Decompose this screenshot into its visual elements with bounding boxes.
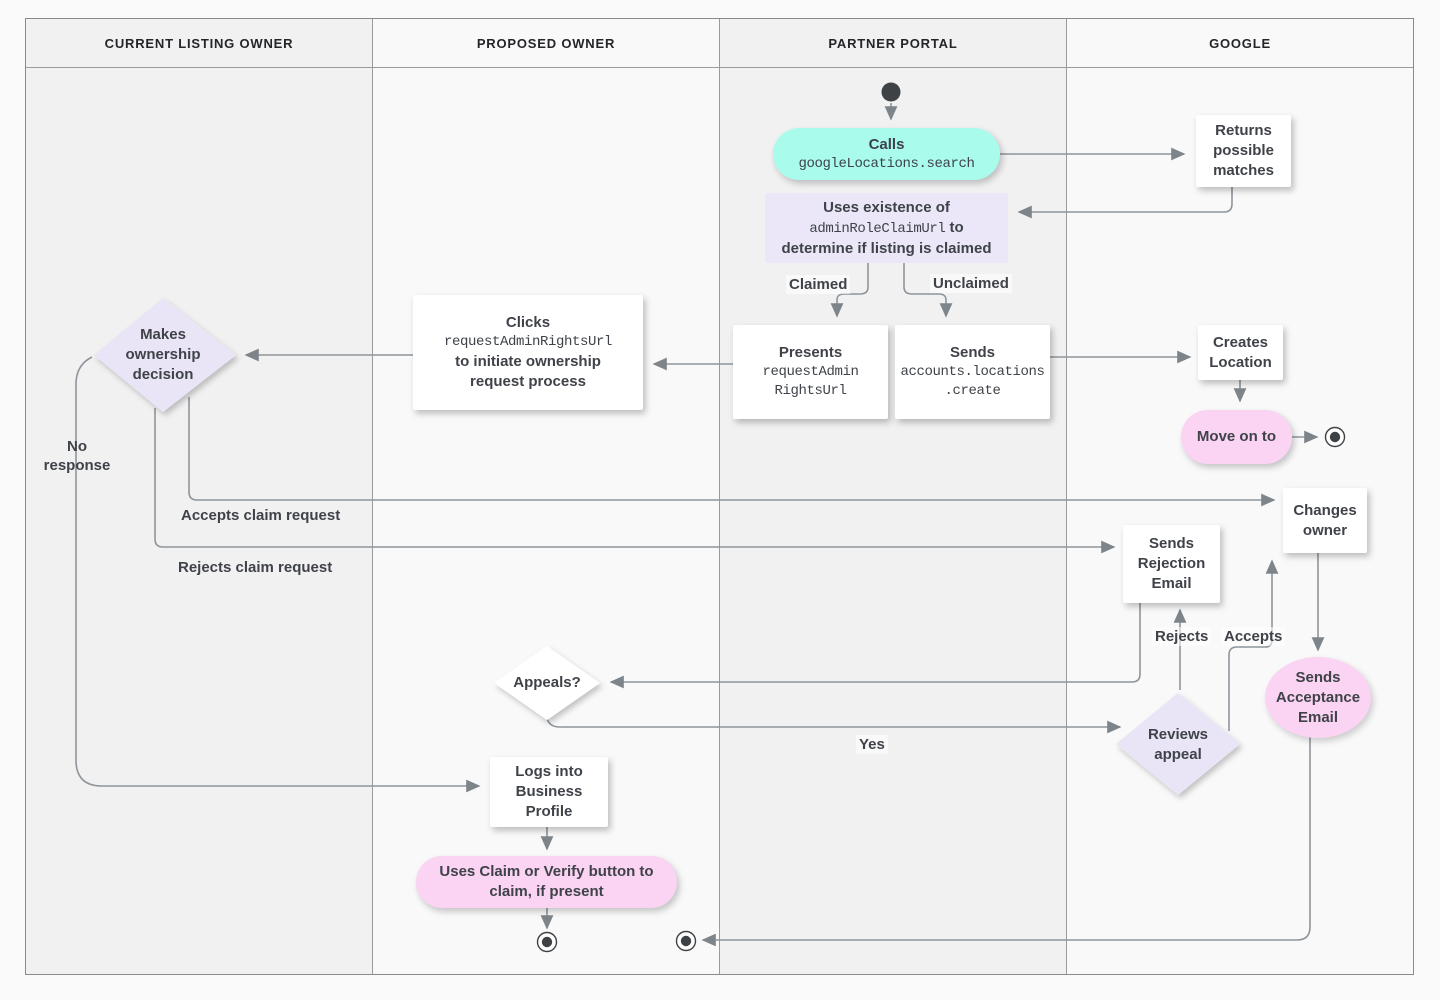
decision-makes-ownership-label: Makes ownership decision [125, 326, 201, 383]
node-code-line1: accounts.locations [900, 364, 1045, 380]
node-code: adminRoleClaimUrl [809, 220, 946, 237]
edge-label-accepts-claim-request: Accepts claim request [181, 507, 341, 524]
lane-proposed-owner: PROPOSED OWNER [373, 19, 720, 974]
edge-label-no-response: No response [43, 438, 111, 474]
node-text-line2: adminRoleClaimUrl to [809, 218, 963, 239]
node-move-on-to: Move on to [1181, 410, 1292, 464]
node-clicks-requestadminrightsurl: Clicks requestAdminRightsUrl to initiate… [413, 295, 643, 410]
node-uses-existence-adminroleclaimurl: Uses existence of adminRoleClaimUrl to d… [765, 193, 1008, 263]
node-code-line2: .create [944, 383, 1001, 399]
node-code-line1: requestAdmin [762, 364, 859, 380]
node-changes-owner: Changes owner [1283, 488, 1367, 553]
node-text: Returns possible matches [1213, 122, 1274, 179]
edge-label-rejects: Rejects [1152, 627, 1212, 646]
node-text: Logs into Business Profile [515, 763, 583, 820]
edge-label-yes: Yes [856, 735, 888, 754]
decision-reviews-appeal-label: Reviews appeal [1147, 726, 1209, 763]
lane-current-listing-owner: CURRENT LISTING OWNER [26, 19, 373, 974]
node-sends-acceptance-email: Sends Acceptance Email [1265, 657, 1371, 738]
edge-label-accepts: Accepts [1221, 627, 1286, 646]
node-text-line3: to initiate ownership [455, 353, 601, 370]
node-logs-into-business-profile: Logs into Business Profile [490, 757, 608, 827]
node-calls-googlelocations-search: Calls googleLocations.search [773, 128, 1000, 180]
node-code: requestAdminRightsUrl [443, 334, 613, 350]
node-text-suffix: to [945, 218, 964, 236]
node-text-line1: Uses existence of [823, 198, 950, 216]
node-sends-accounts-locations-create: Sends accounts.locations .create [895, 325, 1050, 419]
edge-label-claimed: Claimed [786, 275, 851, 294]
node-presents-requestadminrightsurl: Presents requestAdmin RightsUrl [733, 325, 888, 419]
node-returns-possible-matches: Returns possible matches [1196, 115, 1291, 187]
lane-header-current-listing-owner: CURRENT LISTING OWNER [26, 19, 372, 68]
node-text: Sends Acceptance Email [1275, 668, 1361, 726]
node-text: Creates Location [1209, 333, 1272, 371]
node-title: Presents [778, 344, 843, 361]
node-title: Calls [868, 135, 905, 153]
decision-appeals-label: Appeals? [513, 674, 581, 691]
node-text: Sends Rejection Email [1137, 535, 1206, 592]
node-uses-claim-or-verify: Uses Claim or Verify button to claim, if… [416, 856, 677, 908]
node-sends-rejection-email: Sends Rejection Email [1123, 525, 1220, 603]
node-text-line4: request process [470, 373, 586, 390]
node-code-line2: RightsUrl [774, 383, 847, 399]
node-text: Move on to [1196, 428, 1277, 445]
lane-header-proposed-owner: PROPOSED OWNER [373, 19, 719, 68]
edge-label-unclaimed: Unclaimed [930, 274, 1012, 293]
node-code: googleLocations.search [798, 155, 975, 172]
lane-header-partner-portal: PARTNER PORTAL [720, 19, 1066, 68]
node-text: Uses Claim or Verify button to claim, if… [439, 863, 654, 900]
node-creates-location: Creates Location [1198, 325, 1283, 380]
lane-header-google: GOOGLE [1067, 19, 1413, 68]
edge-label-rejects-claim-request: Rejects claim request [178, 559, 333, 576]
node-title: Sends [949, 344, 995, 361]
node-title: Clicks [505, 314, 551, 331]
node-text: Changes owner [1293, 501, 1357, 539]
node-text-line3: determine if listing is claimed [781, 239, 992, 257]
